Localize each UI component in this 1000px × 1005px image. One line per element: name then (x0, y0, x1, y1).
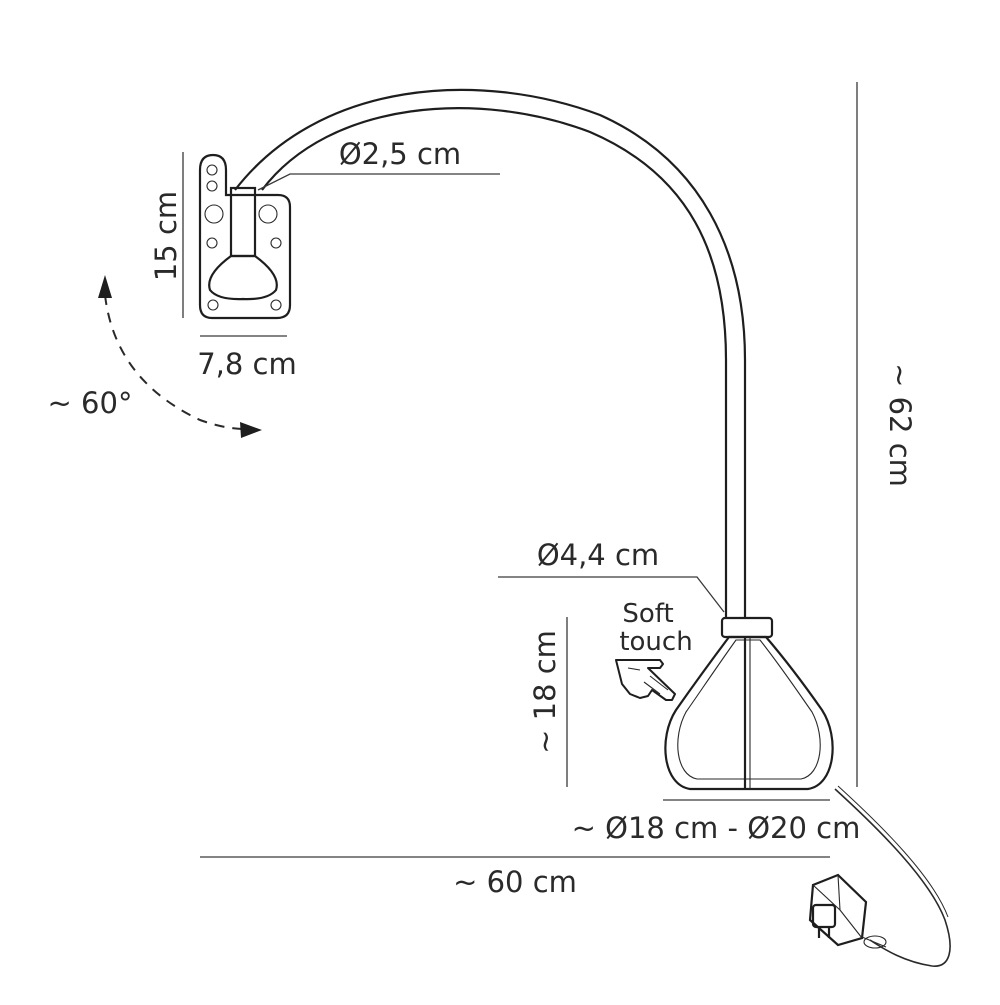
soft-touch-label-line1: Soft (622, 599, 673, 629)
base-diameter-dimension: ~ Ø18 cm - Ø20 cm (572, 799, 861, 845)
bracket-width-label: 7,8 cm (197, 347, 297, 381)
pointing-hand-icon (615, 659, 676, 701)
base-height-dimension: ~ 18 cm (528, 617, 568, 787)
bracket-height-label: 15 cm (149, 191, 183, 281)
arm-diameter-dimension: Ø2,5 cm (257, 137, 500, 191)
lamp-base (664, 616, 834, 791)
rotation-arrow-icon (98, 275, 262, 438)
power-adapter-icon (808, 873, 887, 949)
total-width-label: ~ 60 cm (453, 865, 577, 899)
neck-diameter-dimension: Ø4,4 cm (498, 538, 725, 613)
neck-diameter-label: Ø4,4 cm (537, 538, 659, 572)
bracket-width-dimension: 7,8 cm (197, 335, 297, 381)
base-diameter-label: ~ Ø18 cm - Ø20 cm (572, 811, 861, 845)
total-height-label: ~ 62 cm (883, 363, 917, 487)
rotation-angle-label: ~ 60° (48, 386, 133, 420)
total-width-dimension: ~ 60 cm (200, 856, 830, 899)
lamp-arm (234, 88, 747, 618)
arm-diameter-label: Ø2,5 cm (339, 137, 461, 171)
power-cable (834, 785, 951, 967)
soft-touch-label-line2: touch (619, 627, 692, 657)
total-height-dimension: ~ 62 cm (856, 82, 917, 787)
wall-bracket-icon (198, 153, 292, 320)
base-height-label: ~ 18 cm (528, 630, 562, 754)
bracket-height-dimension: 15 cm (149, 152, 184, 318)
